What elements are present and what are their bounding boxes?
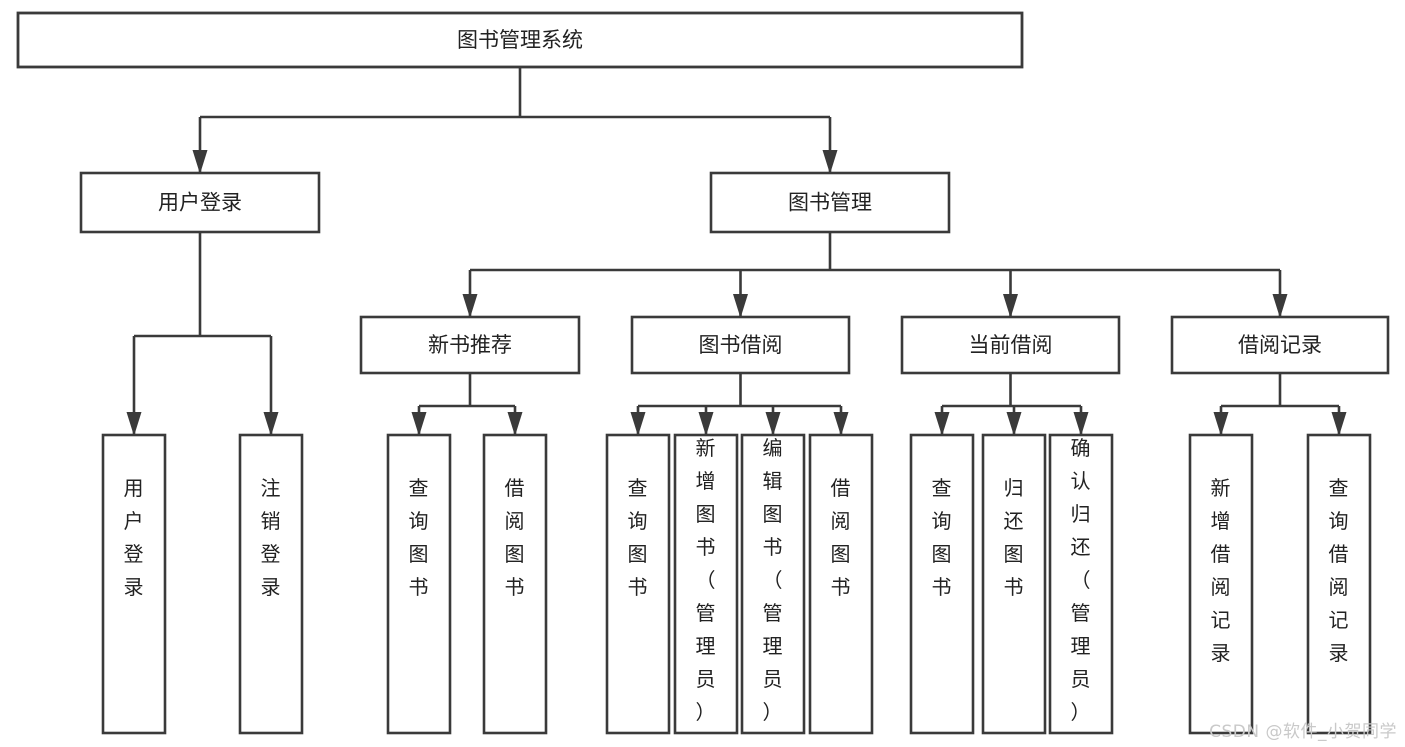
arrow-head-icon xyxy=(263,412,279,436)
node-leaf-confirm-return[interactable]: 确认归还（管理员） xyxy=(1048,433,1114,735)
node-book-manage-box xyxy=(709,171,951,234)
node-user-login-label: 用户登录 xyxy=(158,191,242,215)
node-leaf-edit-book-box xyxy=(740,433,806,735)
arrow-head-icon xyxy=(1073,412,1089,436)
node-leaf-borrow-book-recommend-label: 借阅图书 xyxy=(505,476,526,599)
node-leaf-add-borrow-record-box xyxy=(1188,433,1254,735)
node-leaf-return-book-label: 归还图书 xyxy=(1004,476,1025,599)
node-new-book-recommend-box xyxy=(359,315,581,375)
node-leaf-add-borrow-record[interactable]: 新增借阅记录 xyxy=(1188,433,1254,735)
node-leaf-query-book-borrow[interactable]: 查询图书 xyxy=(605,433,671,735)
node-user-login-box xyxy=(79,171,321,234)
node-leaf-query-book-current-box xyxy=(909,433,975,735)
node-leaf-query-book-current[interactable]: 查询图书 xyxy=(909,433,975,735)
node-leaf-borrow-book[interactable]: 借阅图书 xyxy=(808,433,874,735)
node-leaf-confirm-return-box xyxy=(1048,433,1114,735)
arrow-head-icon xyxy=(630,412,646,436)
node-leaf-return-book-box xyxy=(981,433,1047,735)
node-leaf-query-borrow-record[interactable]: 查询借阅记录 xyxy=(1306,433,1372,735)
node-new-book-recommend-label: 新书推荐 xyxy=(428,333,512,357)
node-leaf-add-book-label: 新增图书（管理员） xyxy=(696,436,717,724)
node-book-borrow-box xyxy=(630,315,851,375)
node-leaf-logout[interactable]: 注销登录 xyxy=(238,433,304,735)
node-leaf-query-book-current-label: 查询图书 xyxy=(932,476,953,599)
node-book-borrow-label: 图书借阅 xyxy=(699,333,783,357)
node-leaf-add-book[interactable]: 新增图书（管理员） xyxy=(673,433,739,735)
node-leaf-query-book-recommend-box xyxy=(386,433,452,735)
node-root-图书管理系统-box xyxy=(16,11,1024,69)
node-leaf-query-book-borrow-label: 查询图书 xyxy=(628,476,649,599)
node-leaf-query-book-recommend-label: 查询图书 xyxy=(409,476,430,599)
node-leaf-query-book-recommend[interactable]: 查询图书 xyxy=(386,433,452,735)
arrow-head-icon xyxy=(462,294,478,318)
arrow-head-icon xyxy=(1331,412,1347,436)
node-leaf-add-borrow-record-label: 新增借阅记录 xyxy=(1211,476,1232,665)
node-leaf-borrow-book-box xyxy=(808,433,874,735)
arrow-head-icon xyxy=(1003,294,1018,318)
arrow-head-icon xyxy=(733,294,748,318)
node-leaf-edit-book-label: 编辑图书（管理员） xyxy=(763,436,784,724)
node-current-borrow-label: 当前借阅 xyxy=(969,333,1053,357)
arrow-head-icon xyxy=(698,412,714,436)
arrow-head-icon xyxy=(411,412,427,436)
arrow-head-icon xyxy=(1272,294,1288,318)
node-leaf-user-login[interactable]: 用户登录 xyxy=(101,433,167,735)
node-user-login[interactable]: 用户登录 xyxy=(79,171,321,234)
node-book-borrow[interactable]: 图书借阅 xyxy=(630,315,851,375)
node-current-borrow[interactable]: 当前借阅 xyxy=(900,315,1121,375)
arrow-head-icon xyxy=(934,412,950,436)
node-root-图书管理系统[interactable]: 图书管理系统 xyxy=(16,11,1024,69)
arrow-head-icon xyxy=(1213,412,1229,436)
node-leaf-return-book[interactable]: 归还图书 xyxy=(981,433,1047,735)
node-leaf-edit-book[interactable]: 编辑图书（管理员） xyxy=(740,433,806,735)
connectors-layer xyxy=(126,67,1347,436)
arrow-head-icon xyxy=(507,412,523,436)
node-leaf-user-login-label: 用户登录 xyxy=(124,476,145,599)
node-root-图书管理系统-label: 图书管理系统 xyxy=(457,28,583,52)
node-leaf-logout-box xyxy=(238,433,304,735)
arrow-head-icon xyxy=(822,150,838,174)
arrow-head-icon xyxy=(192,150,208,174)
node-borrow-record-box xyxy=(1170,315,1390,375)
node-leaf-confirm-return-label: 确认归还（管理员） xyxy=(1071,436,1092,724)
arrow-head-icon xyxy=(765,412,781,436)
node-leaf-borrow-book-recommend-box xyxy=(482,433,548,735)
node-leaf-add-book-box xyxy=(673,433,739,735)
node-leaf-query-borrow-record-label: 查询借阅记录 xyxy=(1329,476,1350,665)
nodes-layer: 图书管理系统用户登录图书管理新书推荐图书借阅当前借阅借阅记录用户登录注销登录查询… xyxy=(16,11,1390,735)
arrow-head-icon xyxy=(1006,412,1022,436)
node-book-manage[interactable]: 图书管理 xyxy=(709,171,951,234)
node-borrow-record[interactable]: 借阅记录 xyxy=(1170,315,1390,375)
node-borrow-record-label: 借阅记录 xyxy=(1238,333,1322,357)
arrow-head-icon xyxy=(126,412,142,436)
node-new-book-recommend[interactable]: 新书推荐 xyxy=(359,315,581,375)
node-leaf-borrow-book-recommend[interactable]: 借阅图书 xyxy=(482,433,548,735)
watermark-text: CSDN @软件_小贺同学 xyxy=(1209,722,1397,742)
node-leaf-query-book-borrow-box xyxy=(605,433,671,735)
node-leaf-borrow-book-label: 借阅图书 xyxy=(831,476,852,599)
node-book-manage-label: 图书管理 xyxy=(788,191,872,215)
node-leaf-user-login-box xyxy=(101,433,167,735)
arrow-head-icon xyxy=(833,412,849,436)
node-leaf-query-borrow-record-box xyxy=(1306,433,1372,735)
node-leaf-logout-label: 注销登录 xyxy=(261,476,282,599)
node-current-borrow-box xyxy=(900,315,1121,375)
